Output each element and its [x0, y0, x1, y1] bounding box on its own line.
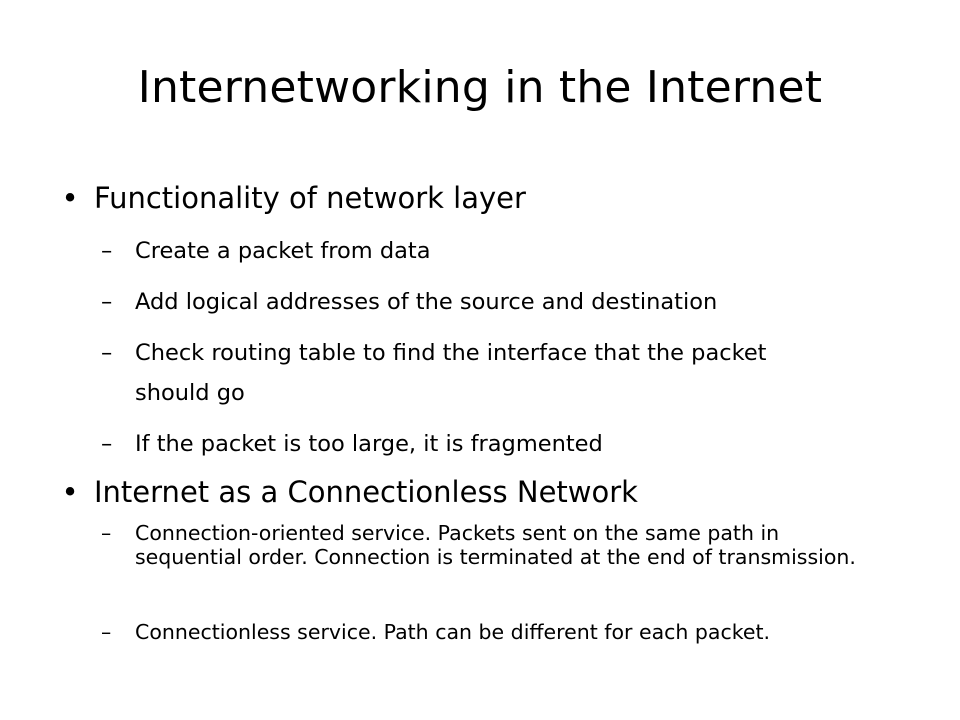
subitem-logical-addresses: – Add logical addresses of the source an…: [101, 282, 895, 322]
bullet-icon: •: [61, 181, 79, 215]
subitem-text: If the packet is too large, it is fragme…: [135, 431, 603, 457]
subitem-text: Connectionless service. Path can be diff…: [135, 620, 771, 644]
subitem-text: Add logical addresses of the source and …: [135, 289, 718, 315]
dash-icon: –: [101, 431, 113, 457]
subitem-text: Create a packet from data: [135, 238, 431, 264]
subitem-fragmented: – If the packet is too large, it is frag…: [101, 424, 895, 464]
subitem-text: Connection-oriented service. Packets sen…: [135, 521, 856, 569]
dash-icon: –: [101, 289, 113, 315]
slide-title: Internetworking in the Internet: [137, 62, 823, 113]
dash-icon: –: [101, 340, 113, 366]
subitem-connectionless-service: – Connectionless service. Path can be di…: [101, 620, 855, 644]
subitem-text: Check routing table to find the interfac…: [135, 340, 767, 406]
bullet-functionality: • Functionality of network layer: [61, 180, 526, 216]
dash-icon: –: [101, 238, 113, 264]
subitem-connection-oriented: – Connection-oriented service. Packets s…: [101, 521, 880, 569]
dash-icon: –: [101, 620, 112, 644]
bullet-text: Internet as a Connectionless Network: [94, 475, 638, 509]
subitem-routing-table: – Check routing table to find the interf…: [101, 333, 835, 413]
bullet-connectionless-network: • Internet as a Connectionless Network: [61, 474, 638, 510]
dash-icon: –: [101, 521, 112, 545]
bullet-text: Functionality of network layer: [94, 181, 526, 215]
bullet-icon: •: [61, 475, 79, 509]
subitem-create-packet: – Create a packet from data: [101, 231, 895, 271]
